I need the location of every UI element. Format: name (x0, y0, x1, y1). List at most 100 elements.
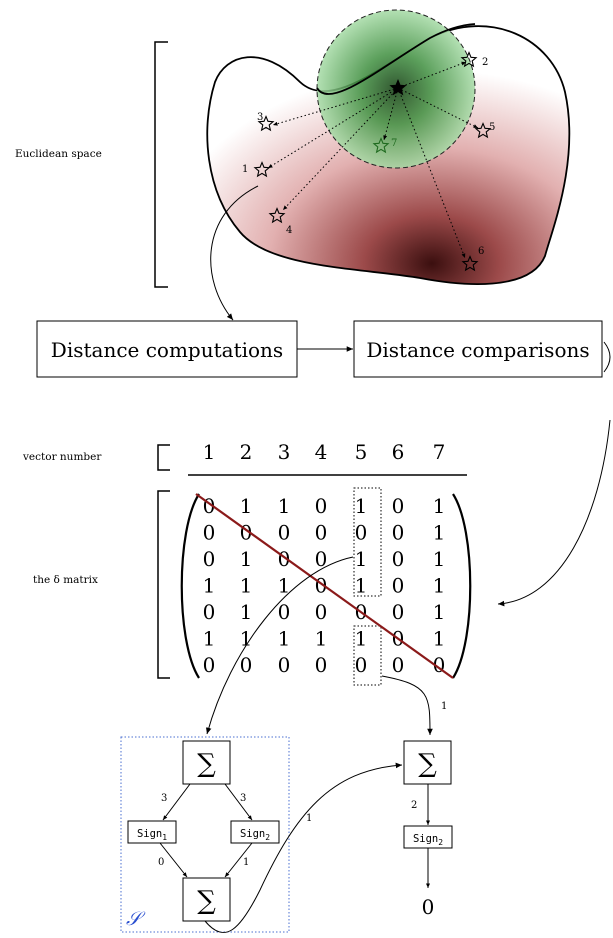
vector-star-3 (257, 115, 275, 132)
matrix-cell-r3-c2: 1 (240, 547, 253, 571)
set-s-symbol: 𝒮 (126, 908, 146, 930)
vector-label-5: 5 (489, 122, 495, 133)
distance-comparisons-box (353, 320, 603, 378)
query-star (389, 78, 407, 96)
matrix-cell-r1-c4: 0 (315, 494, 328, 518)
right-sum-symbol: ∑ (418, 749, 437, 779)
space-label: Euclidean space (15, 148, 102, 160)
vector-label-2: 2 (482, 57, 488, 68)
matrix-cell-r5-c6: 0 (392, 600, 405, 624)
matrix-cell-r4-c6: 0 (392, 574, 405, 598)
matrix-diagonal (195, 493, 454, 679)
vector-star-4 (268, 207, 286, 224)
flow-arrow-matrix-to-right-sum (381, 675, 433, 736)
left-bottom-sum-symbol: ∑ (197, 886, 216, 916)
matrix-cell-r2-c1: 0 (203, 521, 216, 545)
matrix-cell-r4-c4: 0 (315, 574, 328, 598)
matrix-cell-r4-c7: 1 (433, 574, 446, 598)
left-top-sum-symbol: ∑ (197, 749, 216, 779)
matrix-left-paren (180, 493, 200, 679)
column-number-1: 1 (203, 440, 216, 464)
sign2-label-left: Sign2 (240, 828, 270, 842)
vector-label-6: 6 (478, 246, 484, 257)
matrix-cell-r3-c3: 0 (278, 547, 291, 571)
set-s-box (120, 736, 290, 933)
matrix-cell-r4-c2: 1 (240, 574, 253, 598)
vector-number-bracket (157, 444, 170, 471)
sign2-label-right: Sign2 (413, 833, 443, 847)
edge-label-left-top-right: 3 (240, 793, 246, 804)
flow-arrow-space-to-computations (210, 185, 259, 321)
left-top-sum-node (182, 740, 231, 785)
column-number-4: 4 (315, 440, 328, 464)
column-number-5: 5 (355, 440, 368, 464)
vector-star-2 (460, 51, 478, 68)
vector-stars (253, 51, 492, 272)
matrix-cell-r5-c2: 1 (240, 600, 253, 624)
vector-star-6 (461, 255, 479, 272)
vector-label-1: 1 (242, 164, 248, 175)
column-number-6: 6 (392, 440, 405, 464)
matrix-cell-r7-c2: 0 (240, 653, 253, 677)
edge-label-left-top-left: 3 (161, 793, 167, 804)
column-number-2: 2 (240, 440, 253, 464)
matrix-cell-r2-c7: 1 (433, 521, 446, 545)
vector-number-label: vector number (22, 451, 102, 463)
flow-arrow-comparisons-right-stub (603, 341, 611, 373)
matrix-cell-r4-c3: 1 (278, 574, 291, 598)
network-output: 0 (422, 895, 435, 919)
matrix-cell-r3-c7: 1 (433, 547, 446, 571)
matrix-cell-r7-c6: 0 (392, 653, 405, 677)
sign1-node (127, 820, 177, 844)
vector-star-7 (372, 137, 390, 154)
sign2-node-left (230, 820, 280, 844)
matrix-cell-r6-c7: 1 (433, 627, 446, 651)
matrix-cell-r7-c5: 0 (355, 653, 368, 677)
distance-arrows (267, 61, 479, 259)
vector-label-4: 4 (286, 225, 292, 236)
edge-label-cross: 1 (306, 813, 312, 824)
matrix-cell-r3-c6: 0 (392, 547, 405, 571)
sign1-label: Sign1 (137, 828, 167, 842)
edge-sign2-to-left-bottom (224, 842, 253, 878)
distance-computations-label: Distance computations (51, 338, 283, 362)
matrix-right-paren (452, 493, 472, 679)
edge-label-left-bottom-left: 0 (158, 857, 164, 868)
matrix-cell-r3-c5: 1 (355, 547, 368, 571)
edge-left-top-to-sign2 (224, 783, 253, 821)
matrix-cell-r4-c5: 1 (355, 574, 368, 598)
flow-arrow-comparisons-to-matrix (497, 419, 611, 607)
matrix-cell-r1-c3: 1 (278, 494, 291, 518)
matrix-outer-bracket (157, 490, 170, 679)
matrix-cell-r1-c6: 0 (392, 494, 405, 518)
left-bottom-sum-node (182, 877, 231, 922)
matrix-cell-r3-c1: 0 (203, 547, 216, 571)
matrix-cell-r2-c5: 0 (355, 521, 368, 545)
distance-comparisons-label: Distance comparisons (366, 338, 589, 362)
matrix-cell-r4-c1: 1 (203, 574, 216, 598)
distance-computations-box (36, 320, 298, 378)
matrix-cell-r6-c3: 1 (278, 627, 291, 651)
vector-star-1 (253, 161, 271, 178)
column5-highlight-bottom (353, 625, 382, 686)
edge-left-bottom-to-right-sum (204, 762, 403, 933)
matrix-cell-r7-c4: 0 (315, 653, 328, 677)
vector-label-3: 3 (257, 112, 263, 123)
matrix-cell-r5-c7: 1 (433, 600, 446, 624)
matrix-cell-r6-c1: 1 (203, 627, 216, 651)
matrix-cell-r7-c3: 0 (278, 653, 291, 677)
right-sum-node (403, 740, 452, 785)
matrix-cell-r6-c2: 1 (240, 627, 253, 651)
edge-label-right-mid: 2 (411, 800, 417, 811)
vector-labels: 1 2 3 4 5 6 7 (242, 57, 495, 257)
matrix-cell-r7-c1: 0 (203, 653, 216, 677)
edge-label-incoming-right: 1 (441, 701, 447, 712)
flow-arrow-matrix-to-left-sum (205, 556, 354, 735)
space-bracket (154, 41, 168, 288)
matrix-cell-r6-c5: 1 (355, 627, 368, 651)
delta-matrix-label: the δ matrix (33, 574, 98, 586)
matrix-cell-r6-c4: 1 (315, 627, 328, 651)
column-number-3: 3 (278, 440, 291, 464)
